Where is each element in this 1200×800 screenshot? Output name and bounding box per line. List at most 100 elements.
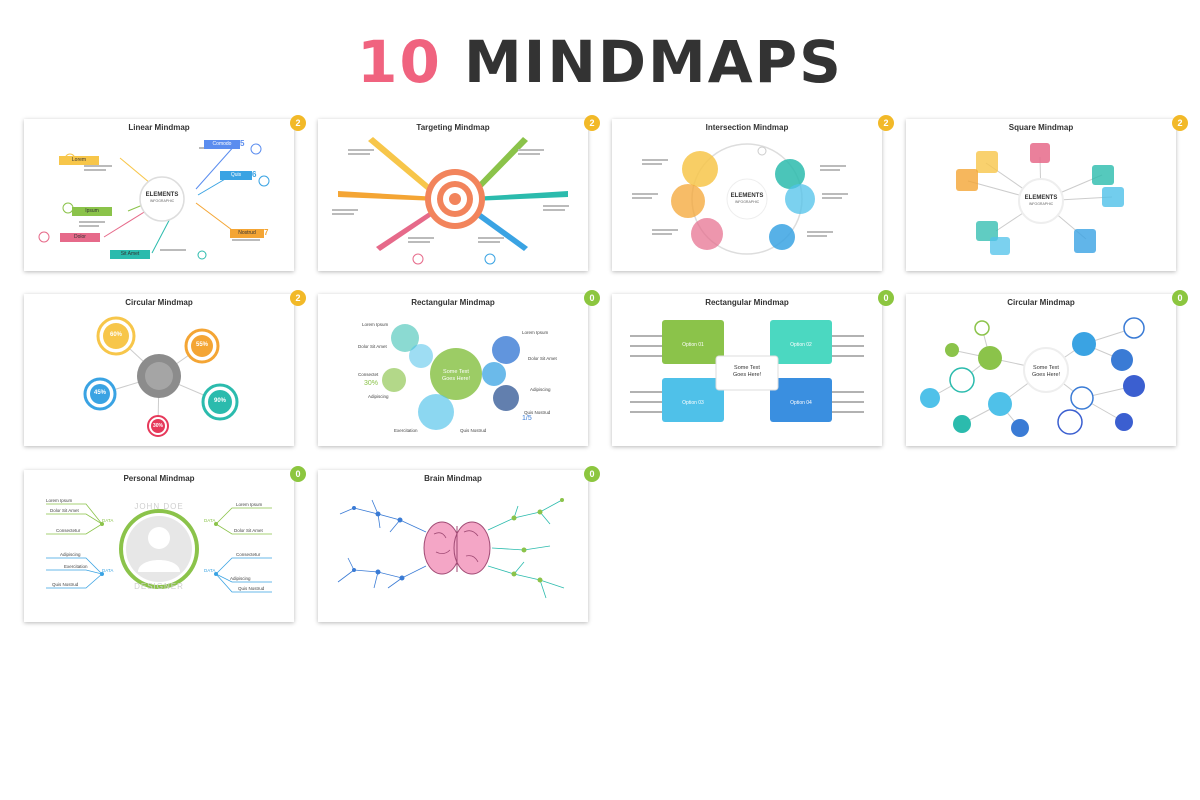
person-name: JOHN DOE — [134, 502, 184, 511]
center-sublabel: INFOGRAPHIC — [734, 200, 760, 204]
center-label: Some Text — [734, 365, 760, 371]
intersection-mindmap-graphic — [632, 143, 848, 255]
branch-dolor: Dolor — [60, 233, 100, 242]
title-number: 10 — [357, 28, 442, 96]
center-sublabel: Goes Here! — [1031, 372, 1061, 378]
mindmap-card-rectangular-bubbles[interactable]: Rectangular Mindmap Some Text Goes Here!… — [318, 294, 588, 446]
circular-network-graphic — [920, 317, 1145, 437]
center-sublabel: INFOGRAPHIC — [1028, 202, 1054, 206]
option-1: Option 01 — [682, 342, 704, 348]
label-left-1: Lorem Ipsum — [362, 322, 389, 327]
data-tag-left-bottom: DATA — [102, 568, 114, 573]
card-title: Brain Mindmap — [424, 474, 482, 483]
label-left-3: Consectetur — [56, 528, 81, 533]
percent-55: 55% — [195, 342, 208, 348]
center-label: Some Text — [1033, 365, 1059, 371]
percent-60: 60% — [109, 332, 122, 338]
label-left-5: Exercitation — [64, 564, 88, 569]
center-label: ELEMENTS — [1024, 195, 1058, 201]
data-tag-right-top: DATA — [204, 518, 216, 523]
label-right-1: Lorem Ipsum — [236, 502, 263, 507]
branch-number-5: 5 — [240, 139, 245, 148]
slide-count-badge: 2 — [290, 115, 306, 131]
center-label: Some Text — [443, 369, 469, 375]
label-right-ratio: 1/5 — [522, 415, 532, 422]
data-tag-left-top: DATA — [102, 518, 114, 523]
slide-count-badge: 2 — [584, 115, 600, 131]
mindmap-card-circular-network[interactable]: Circular Mindmap Some Text Goes Here! — [906, 294, 1176, 446]
mindmap-card-linear[interactable]: Linear Mindmap ELEMENTS INFOGRAPHIC Lore… — [24, 119, 294, 271]
card-title: Targeting Mindmap — [416, 123, 490, 132]
option-4: Option 04 — [790, 400, 812, 406]
rectangular-bubbles-graphic — [382, 324, 520, 430]
label-left-4: Adipiscing — [368, 394, 389, 399]
branch-number-7: 7 — [264, 228, 269, 237]
slide-count-badge: 0 — [1172, 290, 1188, 306]
label-right-2: Dolor Sit Amet — [234, 528, 263, 533]
mindmap-card-brain[interactable]: Brain Mindmap — [318, 470, 588, 622]
circular-percent-graphic — [83, 316, 239, 437]
label-left-6: Quis Nostrud — [52, 582, 79, 587]
center-sublabel: Goes Here! — [441, 376, 471, 382]
mindmap-card-personal[interactable]: Personal Mindmap JOHN DOE DESIGNER DATA … — [24, 470, 294, 622]
mindmap-card-intersection[interactable]: Intersection Mindmap ELEMENTS INFOGRAPHI… — [612, 119, 882, 271]
card-title: Personal Mindmap — [123, 474, 195, 483]
mindmap-card-circular-percent[interactable]: Circular Mindmap 60% 55% 45% 90% 30% — [24, 294, 294, 446]
label-right-3: Adipiscing — [530, 387, 551, 392]
slide-count-badge: 2 — [878, 115, 894, 131]
center-label: ELEMENTS — [730, 193, 764, 199]
label-right-1: Lorem Ipsum — [522, 330, 549, 335]
rectangular-options-graphic — [630, 320, 864, 422]
title-word: MINDMAPS — [464, 28, 843, 96]
label-left-1: Lorem Ipsum — [46, 498, 73, 503]
option-2: Option 02 — [790, 342, 812, 348]
data-tag-right-bottom: DATA — [204, 568, 216, 573]
center-label: ELEMENTS — [145, 192, 179, 198]
label-left-3: Consectet — [358, 372, 379, 377]
label-left-4: Adipiscing — [60, 552, 81, 557]
branch-number-6: 6 — [252, 170, 257, 179]
mindmap-card-rectangular-options[interactable]: Rectangular Mindmap Some Text Goes Here!… — [612, 294, 882, 446]
brain-mindmap-graphic — [337, 498, 565, 599]
label-right-3: Consectetur — [236, 552, 261, 557]
slide-count-badge: 0 — [584, 466, 600, 482]
branch-ipsum: Ipsum — [72, 207, 112, 216]
card-title: Rectangular Mindmap — [705, 298, 789, 307]
slide-count-badge: 0 — [584, 290, 600, 306]
center-sublabel: INFOGRAPHIC — [149, 199, 175, 203]
percent-45: 45% — [93, 390, 106, 396]
card-title: Circular Mindmap — [1007, 298, 1075, 307]
label-left-5: Exercitation — [394, 428, 418, 433]
label-right-2: Dolor Sit Amet — [528, 356, 557, 361]
card-title: Square Mindmap — [1008, 123, 1074, 132]
branch-lorem: Lorem — [59, 156, 99, 165]
person-role: DESIGNER — [134, 582, 184, 591]
center-sublabel: Goes Here! — [732, 372, 762, 378]
card-title: Circular Mindmap — [125, 298, 193, 307]
card-title: Rectangular Mindmap — [411, 298, 495, 307]
label-left-2: Dolor Sit Amet — [50, 508, 79, 513]
label-right-5: Quis Nostrud — [238, 586, 265, 591]
label-left-2: Dolor Sit Amet — [358, 344, 387, 349]
targeting-mindmap-graphic — [332, 137, 569, 265]
branch-quis: Quis — [220, 171, 252, 180]
mindmap-card-targeting[interactable]: Targeting Mindmap — [318, 119, 588, 271]
label-right-4: Quis Nostrud — [524, 410, 551, 415]
percent-90: 90% — [213, 398, 226, 404]
option-3: Option 03 — [682, 400, 704, 406]
personal-mindmap-graphic — [46, 503, 272, 593]
card-title: Linear Mindmap — [128, 123, 190, 132]
branch-sit-amet: Sit Amet — [110, 250, 150, 259]
branch-nostrud: Nostrud — [230, 229, 264, 238]
percent-30: 30% — [152, 423, 163, 429]
label-left-percent: 30% — [364, 380, 379, 387]
mindmap-card-square[interactable]: Square Mindmap ELEMENTS INFOGRAPHIC — [906, 119, 1176, 271]
branch-comodo: Comodo — [204, 140, 240, 149]
slide-count-badge: 0 — [878, 290, 894, 306]
card-title: Intersection Mindmap — [705, 123, 789, 132]
label-bottom: Quis Nostrud — [460, 428, 487, 433]
slide-count-badge: 2 — [290, 290, 306, 306]
square-mindmap-graphic — [956, 143, 1124, 255]
slide-count-badge: 2 — [1172, 115, 1188, 131]
slide-count-badge: 0 — [290, 466, 306, 482]
